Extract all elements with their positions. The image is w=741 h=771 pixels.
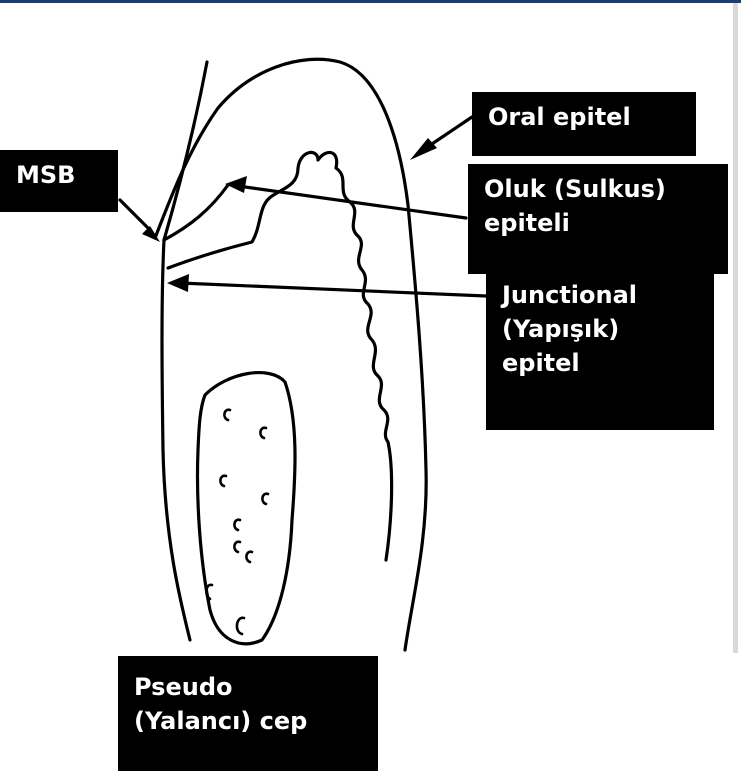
sulcus-arrow-line xyxy=(238,186,466,218)
bone-marrow-mark xyxy=(246,552,252,562)
sulcus-epithelium-label: Oluk (Sulkus) epiteli xyxy=(468,164,728,274)
bone-outline xyxy=(198,373,296,644)
sulcus-line-1: Oluk (Sulkus) xyxy=(484,172,712,206)
junctional-line-1: Junctional xyxy=(502,278,698,312)
sulcus-arrowhead xyxy=(225,176,247,193)
junctional-epithelium-label: Junctional (Yapışık) epitel xyxy=(486,270,714,430)
bone-marrow-mark xyxy=(220,476,226,486)
msb-arrow-line xyxy=(120,200,152,232)
bone-marrow-mark xyxy=(234,542,240,552)
bone-marrow-mark xyxy=(262,494,268,504)
sulcus-line-2: epiteli xyxy=(484,206,712,240)
bone-marrow-mark xyxy=(237,618,244,634)
msb-text: MSB xyxy=(16,158,102,192)
msb-label: MSB xyxy=(0,150,118,212)
junctional-arrowhead xyxy=(167,274,189,292)
pseudo-line-1: Pseudo xyxy=(134,670,362,704)
bone-marrow-mark xyxy=(206,585,212,599)
pseudo-line-2: (Yalancı) cep xyxy=(134,704,362,738)
oral-epitel-text: Oral epitel xyxy=(488,100,680,134)
pseudo-pocket-label: Pseudo (Yalancı) cep xyxy=(118,656,378,771)
bone-marrow-mark xyxy=(260,428,266,438)
oral-epitel-label: Oral epitel xyxy=(472,92,696,156)
oral-epitel-arrowhead xyxy=(410,138,437,160)
junctional-arrow-line xyxy=(180,283,486,296)
bone-marrow-mark xyxy=(234,520,240,530)
bone-marrow-mark xyxy=(224,410,230,420)
junctional-line-3: epitel xyxy=(502,346,698,380)
junctional-line-2: (Yapışık) xyxy=(502,312,698,346)
